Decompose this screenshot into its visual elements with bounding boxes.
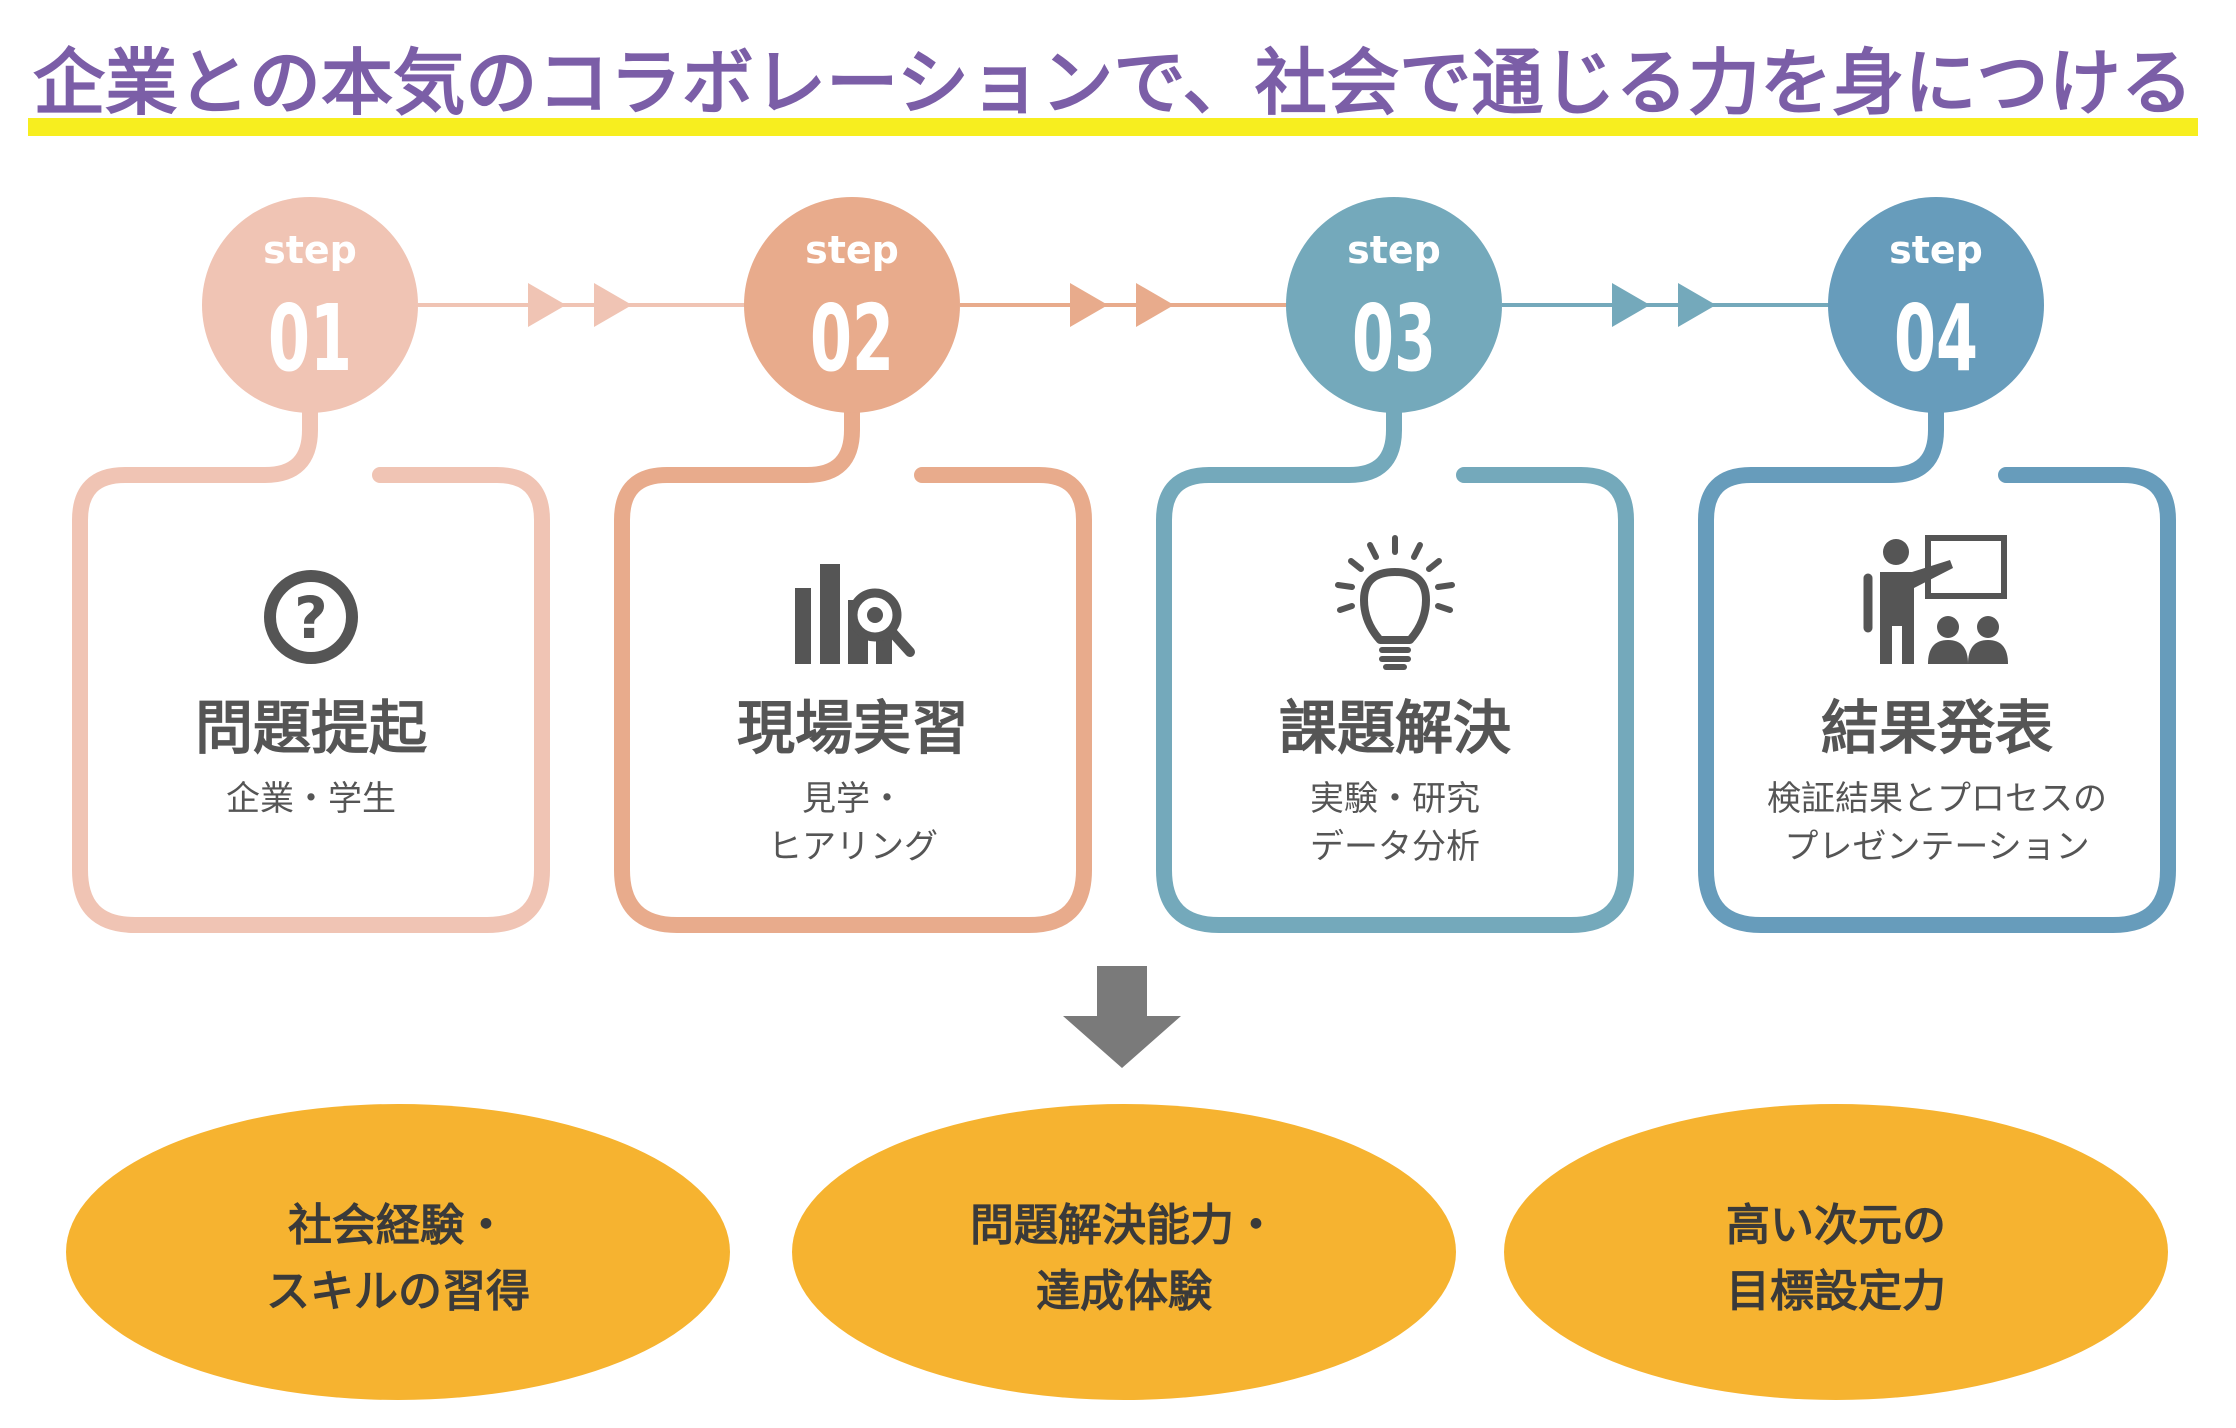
outcome-text: 高い次元の — [1726, 1200, 1946, 1251]
connector-2-3 — [960, 283, 1287, 327]
step-description: 企業・学生 — [226, 779, 396, 819]
title-underline — [28, 118, 2198, 136]
connector-arrow — [1070, 283, 1108, 327]
presentation-icon — [1863, 535, 2008, 664]
outcome-text: 達成体験 — [1036, 1266, 1213, 1317]
outcome-text: スキルの習得 — [266, 1266, 530, 1317]
step-label: step — [1889, 228, 1983, 272]
down-arrow-icon — [1063, 966, 1181, 1068]
outcome-text: 目標設定力 — [1726, 1266, 1946, 1317]
step-label: step — [263, 228, 357, 272]
step-title: 現場実習 — [737, 694, 969, 762]
step-description: プレゼンテーション — [1784, 827, 2089, 867]
connector-1-2 — [418, 283, 745, 327]
step-1: step 01 ? 問題提起 企業・学生 — [72, 197, 550, 933]
step-title: 課題解決 — [1279, 694, 1511, 762]
step-4: step 04 結果発表 検証結果とプロセスの プレゼンテーション — [1698, 197, 2176, 933]
step-description: 検証結果とプロセスの — [1767, 779, 2107, 819]
step-2: step 02 現場実習 見学・ ヒアリング — [614, 197, 1092, 933]
step-circle — [1828, 197, 2044, 413]
outcome-oval — [66, 1104, 730, 1400]
step-card-frame — [72, 402, 550, 933]
question-icon: ? — [264, 570, 358, 664]
svg-text:?: ? — [294, 584, 328, 652]
step-description: ヒアリング — [768, 827, 938, 867]
step-title: 結果発表 — [1821, 694, 2053, 762]
step-number: 03 — [1352, 285, 1436, 392]
step-card-frame — [614, 402, 1092, 933]
page-title: 企業との本気のコラボレーションで、社会で通じる力を身につける — [33, 41, 2193, 125]
step-circle — [744, 197, 960, 413]
step-label: step — [805, 228, 899, 272]
outcome-3: 高い次元の 目標設定力 — [1504, 1104, 2168, 1400]
step-number: 04 — [1894, 285, 1978, 392]
step-description: 実験・研究 — [1310, 779, 1480, 819]
step-circle — [202, 197, 418, 413]
step-number: 01 — [268, 285, 352, 392]
connector-arrow — [1678, 283, 1716, 327]
outcome-1: 社会経験・ スキルの習得 — [66, 1104, 730, 1400]
step-label: step — [1347, 228, 1441, 272]
outcome-text: 社会経験・ — [288, 1200, 508, 1251]
lightbulb-icon — [1335, 535, 1455, 670]
title-block: 企業との本気のコラボレーションで、社会で通じる力を身につける — [28, 41, 2198, 136]
outcome-text: 問題解決能力・ — [970, 1200, 1278, 1251]
step-card-frame — [1156, 402, 1634, 933]
connector-arrow — [1136, 283, 1174, 327]
connector-arrow — [528, 283, 566, 327]
outcome-oval — [792, 1104, 1456, 1400]
connector-arrow — [1612, 283, 1650, 327]
connector-3-4 — [1502, 283, 1829, 327]
outcome-oval — [1504, 1104, 2168, 1400]
step-3: step 03 課題解決 実験・研究 データ分析 — [1156, 197, 1634, 933]
outcome-2: 問題解決能力・ 達成体験 — [792, 1104, 1456, 1400]
step-description: 見学・ — [802, 779, 904, 819]
step-description: データ分析 — [1310, 827, 1480, 867]
step-title: 問題提起 — [195, 694, 428, 762]
step-number: 02 — [810, 285, 894, 392]
step-connectors — [418, 283, 1829, 327]
step-circle — [1286, 197, 1502, 413]
connector-arrow — [594, 283, 632, 327]
bar-chart-search-icon — [795, 564, 915, 664]
step-card-frame — [1698, 402, 2176, 933]
